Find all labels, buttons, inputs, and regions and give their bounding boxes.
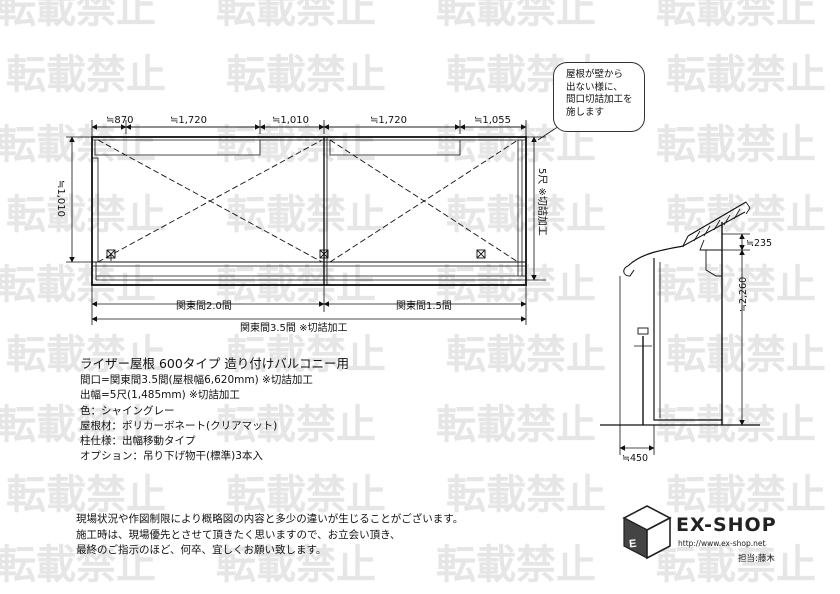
dim-top-2: ≒1,720 bbox=[170, 115, 207, 126]
note-line: 現場状況や作図制限により概略図の内容と多少の違いが生じることがございます。 bbox=[76, 513, 464, 525]
dim-right-side: 5尺 ※切詰加工 bbox=[536, 168, 549, 236]
dim-span-left: 関東間2.0間 bbox=[176, 299, 232, 312]
watermark-text: 転載禁止 bbox=[436, 542, 596, 588]
roof-profile bbox=[687, 201, 747, 237]
watermark-text: 転載禁止 bbox=[656, 262, 816, 308]
watermark-text: 転載禁止 bbox=[6, 332, 166, 378]
dim-top-4: ≒1,720 bbox=[370, 115, 407, 126]
dim-top-1: ≒870 bbox=[106, 115, 133, 126]
watermark-text: 転載禁止 bbox=[216, 542, 376, 588]
watermark-text: 転載禁止 bbox=[446, 332, 606, 378]
dim-side-height: ≒2,260 bbox=[738, 277, 749, 312]
watermark-text: 転載禁止 bbox=[666, 332, 826, 378]
note-line: 最終のご指示のほど、何卒、宜しくお願い致します。 bbox=[76, 544, 327, 556]
dim-top-5: ≒1,055 bbox=[474, 115, 511, 126]
spec-line: 出幅=5尺(1,485mm) ※切詰加工 bbox=[80, 389, 240, 402]
dim-left: ≒1,010 bbox=[55, 180, 66, 217]
left-dimension-line bbox=[66, 136, 92, 263]
dimension-labels: ≒870 ≒1,720 ≒1,010 ≒1,720 ≒1,055 ≒1,010 … bbox=[55, 115, 772, 464]
hanger-right bbox=[329, 140, 461, 156]
watermark-text: 転載禁止 bbox=[436, 402, 596, 448]
spec-line: 色：シャイングレー bbox=[80, 404, 175, 417]
watermark-text: 転載禁止 bbox=[226, 332, 386, 378]
bottom-dimension-line bbox=[91, 285, 527, 325]
cube-logo-icon: E bbox=[622, 505, 672, 560]
spec-line: オプション：吊り下げ物干(標準)3本入 bbox=[80, 450, 263, 463]
watermark-text: 転載禁止 bbox=[216, 0, 376, 32]
watermark-text: 転載禁止 bbox=[656, 542, 816, 588]
company-logo: E EX-SHOP http://www.ex-shop.net 担当:藤木 bbox=[620, 502, 830, 572]
spec-title: ライザー屋根 600タイプ 造り付けバルコニー用 bbox=[80, 356, 350, 371]
watermark-text: 転載禁止 bbox=[656, 0, 816, 32]
watermark-text: 転載禁止 bbox=[446, 472, 606, 518]
plan-view bbox=[66, 120, 563, 325]
spec-block: ライザー屋根 600タイプ 造り付けバルコニー用 間口=関東間3.5間(屋根幅6… bbox=[80, 356, 349, 464]
brand-name: EX-SHOP bbox=[676, 514, 777, 536]
spec-line: 間口=関東間3.5間(屋根幅6,620mm) ※切詰加工 bbox=[80, 374, 313, 387]
note-line: 施工時は、現場優先とさせて頂きたく思いますので、お立会い頂き、 bbox=[76, 528, 401, 541]
dim-side-depth: ≒450 bbox=[622, 453, 648, 464]
watermark-text: 転載禁止 bbox=[666, 472, 826, 518]
hanger-left bbox=[94, 140, 261, 156]
post-marker bbox=[106, 249, 486, 259]
watermark-text: 転載禁止 bbox=[436, 0, 596, 32]
spec-line: 屋根材：ポリカーボネート(クリアマット) bbox=[80, 419, 278, 432]
spec-line: 柱仕様：出幅移動タイプ bbox=[80, 435, 196, 448]
side-view bbox=[600, 201, 760, 455]
staff-label: 担当:藤木 bbox=[738, 554, 775, 564]
watermark-text: 転載禁止 bbox=[0, 0, 156, 32]
watermark-text: 転載禁止 bbox=[6, 472, 166, 518]
balcony-rail bbox=[653, 258, 722, 421]
front-gutter bbox=[627, 245, 685, 267]
side-dimension-lines bbox=[619, 233, 750, 455]
dim-span-right: 関東間1.5間 bbox=[396, 299, 452, 312]
watermark-text: 転載禁止 bbox=[666, 52, 826, 98]
dim-total: 関東間3.5間 ※切詰加工 bbox=[240, 321, 347, 334]
watermark-text: 転載禁止 bbox=[6, 52, 166, 98]
callout-line: 施します bbox=[566, 106, 605, 118]
watermark-text: 転載禁止 bbox=[226, 472, 386, 518]
callout-line: 出ない様に、 bbox=[566, 81, 623, 93]
callout-line: 間口切詰加工を bbox=[566, 94, 633, 105]
rafter-diagonals bbox=[97, 139, 519, 263]
dim-top-3: ≒1,010 bbox=[272, 115, 309, 126]
watermark-text: 転載禁止 bbox=[656, 122, 816, 168]
watermark-text: 転載禁止 bbox=[0, 402, 156, 448]
roof-outline bbox=[91, 136, 527, 286]
watermark-text: 転載禁止 bbox=[0, 542, 156, 588]
disclaimer-note: 現場状況や作図制限により概略図の内容と多少の違いが生じることがございます。 施工… bbox=[76, 512, 463, 559]
watermark-text: 転載禁止 bbox=[226, 52, 386, 98]
watermark-text: 転載禁止 bbox=[6, 192, 166, 238]
dim-side-top: ≒235 bbox=[746, 238, 772, 249]
callout-bubble: 屋根が壁から 出ない様に、 間口切詰加工を 施します bbox=[553, 62, 645, 132]
watermark-text: 転載禁止 bbox=[666, 192, 826, 238]
callout-line: 屋根が壁から bbox=[566, 69, 624, 80]
watermark-text: 転載禁止 bbox=[226, 192, 386, 238]
top-dimension-line bbox=[91, 120, 527, 137]
svg-text:E: E bbox=[629, 538, 638, 551]
brand-url: http://www.ex-shop.net bbox=[678, 539, 766, 548]
watermark-text: 転載禁止 bbox=[216, 402, 376, 448]
